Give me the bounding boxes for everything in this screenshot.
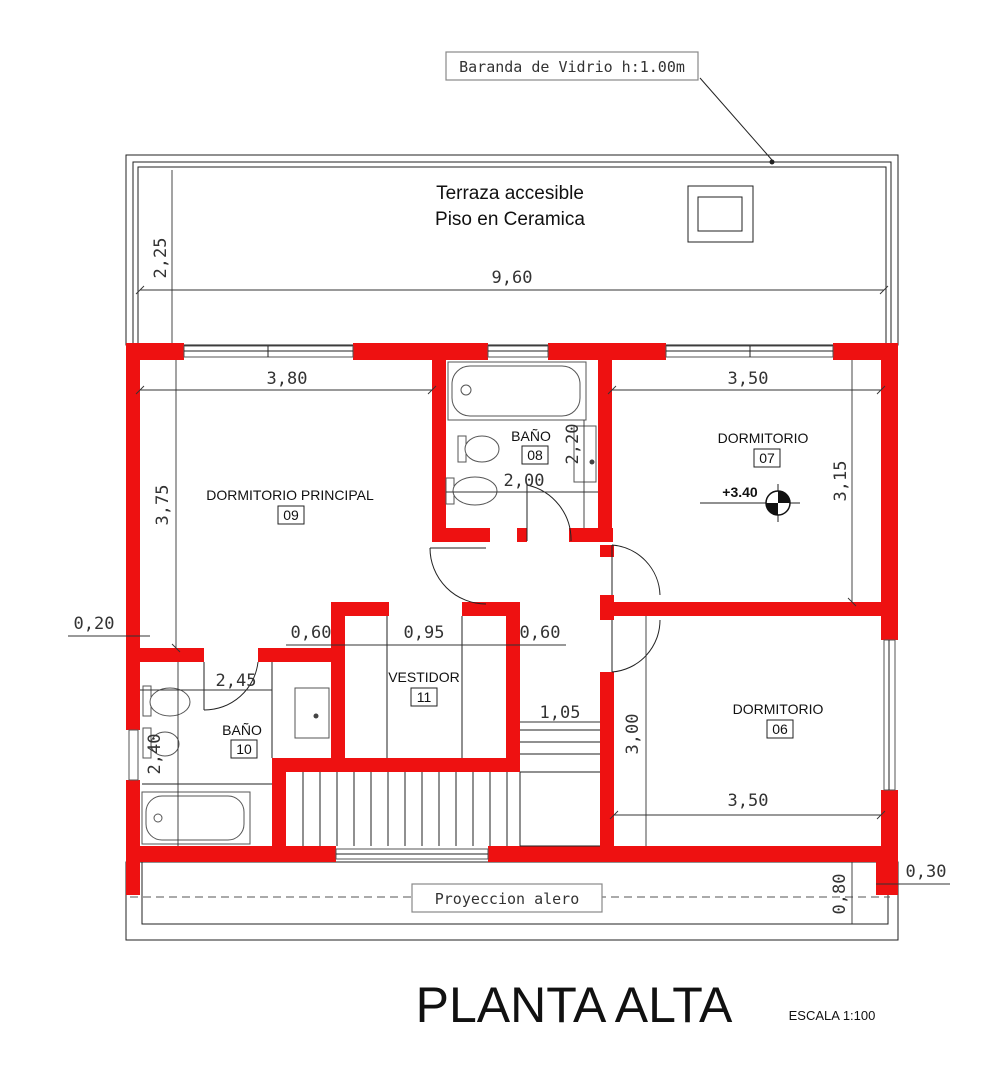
- room-name-dorm-principal: DORMITORIO PRINCIPAL: [206, 487, 374, 503]
- room-number-11: 11: [417, 689, 432, 705]
- doors: [203, 484, 661, 711]
- railing-note: Baranda de Vidrio h:1.00m: [459, 58, 685, 76]
- dim-bano08-width: 2,00: [504, 471, 545, 491]
- room-number-09: 09: [283, 507, 299, 523]
- drawing-title: PLANTA ALTA: [416, 977, 733, 1033]
- room-name-bano-08: BAÑO: [511, 428, 551, 444]
- room-labels: DORMITORIO PRINCIPAL 09 BAÑO 08 DORMITOR…: [206, 428, 824, 759]
- room-name-dormitorio-06: DORMITORIO: [733, 701, 824, 717]
- dim-vestidor-left: 0,60: [291, 623, 332, 643]
- eave-note: Proyeccion alero: [435, 890, 580, 908]
- dim-eave-offset: 0,30: [906, 862, 947, 882]
- dim-bano10-width: 2,45: [216, 671, 257, 691]
- dim-dorm07-depth: 3,15: [831, 461, 851, 502]
- room-number-06: 06: [772, 721, 788, 737]
- level-marker: +3.40: [700, 484, 800, 522]
- room-name-dormitorio-07: DORMITORIO: [718, 430, 809, 446]
- dim-dorm06-depth: 3,00: [623, 714, 643, 755]
- stairs: [302, 729, 600, 847]
- terrace-label-2: Piso en Ceramica: [435, 209, 585, 230]
- terrace-label-1: Terraza accesible: [436, 183, 584, 204]
- windows: [128, 345, 896, 860]
- dim-vestidor-mid: 0,95: [404, 623, 445, 643]
- walls: [126, 343, 898, 895]
- dim-left-offset: 0,20: [74, 614, 115, 634]
- dim-stair-width: 1,05: [540, 703, 581, 723]
- dim-eave-depth: 0,80: [830, 874, 850, 915]
- dim-dorm07-width: 3,50: [728, 369, 769, 389]
- railing-callout: Baranda de Vidrio h:1.00m: [445, 51, 775, 165]
- dim-vestidor-right: 0,60: [520, 623, 561, 643]
- room-name-bano-10: BAÑO: [222, 722, 262, 738]
- eave-projection: Proyeccion alero: [125, 861, 899, 941]
- room-number-07: 07: [759, 450, 775, 466]
- fixtures: [141, 361, 600, 847]
- drawing-scale: ESCALA 1:100: [789, 1008, 876, 1023]
- room-number-08: 08: [527, 447, 543, 463]
- room-name-vestidor: VESTIDOR: [388, 669, 460, 685]
- dim-terrace-width: 9,60: [492, 268, 533, 288]
- dim-dorm-principal-width: 3,80: [267, 369, 308, 389]
- room-number-10: 10: [236, 741, 252, 757]
- terrace: Terraza accesible Piso en Ceramica 9,60 …: [125, 154, 899, 346]
- dim-bano08-depth: 2,20: [563, 424, 583, 465]
- dimension-lines: 3,80 3,75 2,20 2,00 3,50 3,15 0,20 0,60 …: [68, 360, 950, 924]
- dim-bano10-depth: 2,40: [145, 734, 165, 775]
- level-mark-text: +3.40: [722, 484, 758, 500]
- dim-terrace-depth: 2,25: [151, 238, 171, 279]
- dim-dorm06-width: 3,50: [728, 791, 769, 811]
- dim-dorm-principal-depth: 3,75: [153, 485, 173, 526]
